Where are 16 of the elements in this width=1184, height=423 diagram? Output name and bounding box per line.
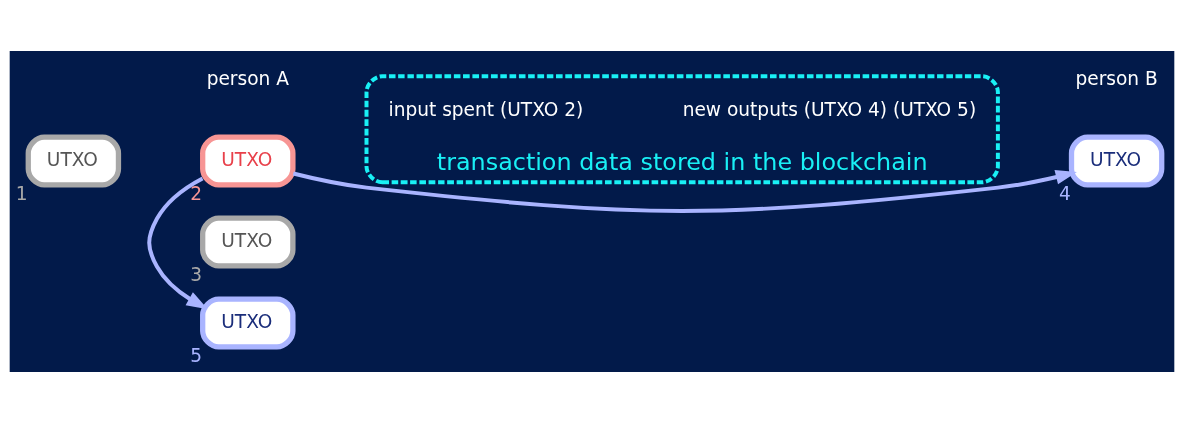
arrow (292, 169, 1077, 213)
node-label: 1 (15, 182, 28, 204)
node-box: UTXO (1068, 134, 1165, 188)
node-label: 2 (190, 182, 202, 204)
label: input spent (UTXO 2) (388, 98, 584, 120)
node-box: UTXO (200, 134, 296, 188)
label: person B (1075, 68, 1158, 90)
node-box: UTXO (200, 215, 296, 269)
arrow (147, 176, 208, 310)
label: person A (206, 68, 289, 90)
node-label: 5 (190, 344, 202, 366)
node-label: 3 (190, 263, 202, 285)
label: new outputs (UTXO 4) (UTXO 5) (682, 98, 977, 120)
node-label: 4 (1058, 182, 1071, 204)
node-box: UTXO (200, 296, 296, 350)
node-box: UTXO (25, 134, 122, 188)
